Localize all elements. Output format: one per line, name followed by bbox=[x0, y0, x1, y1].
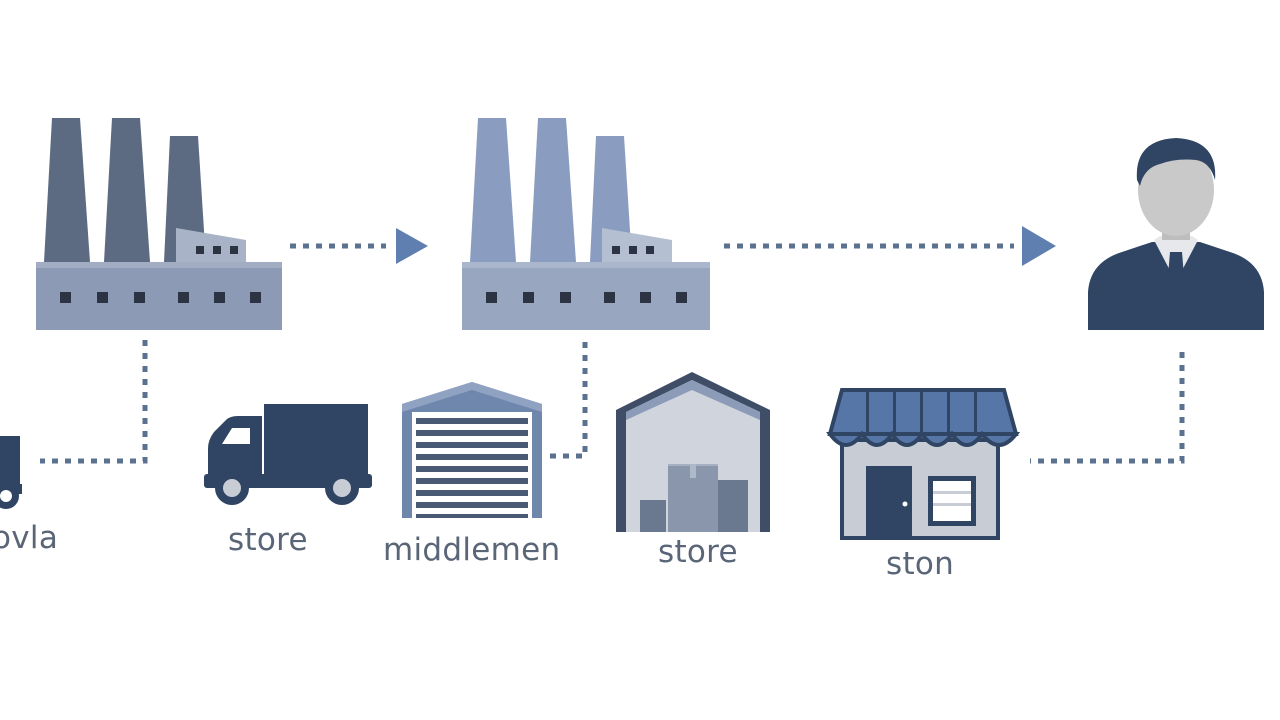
arrow-factory-to-consumer bbox=[724, 226, 1056, 266]
consumer-person-icon bbox=[1088, 138, 1264, 330]
factory-icon-manufacturer bbox=[462, 118, 710, 330]
label-shop: ston bbox=[886, 546, 955, 582]
warehouse-door-icon bbox=[402, 382, 542, 518]
connector-factory2-to-warehouse bbox=[548, 342, 588, 459]
label-depot: store bbox=[658, 534, 738, 570]
depot-building-icon bbox=[616, 372, 770, 532]
delivery-truck-icon bbox=[204, 404, 372, 505]
label-middlemen: middlemen bbox=[383, 532, 561, 568]
connector-consumer-to-shop bbox=[1030, 352, 1185, 464]
factory-icon-producer bbox=[36, 118, 282, 330]
label-truck: store bbox=[228, 522, 308, 558]
label-left-partial: ovla bbox=[0, 520, 59, 556]
shop-storefront-icon bbox=[826, 388, 1021, 540]
partial-truck-icon bbox=[0, 436, 22, 509]
arrow-factory-to-factory bbox=[290, 228, 428, 264]
connector-lines bbox=[40, 340, 1185, 464]
connector-factory1-to-left bbox=[40, 340, 148, 464]
